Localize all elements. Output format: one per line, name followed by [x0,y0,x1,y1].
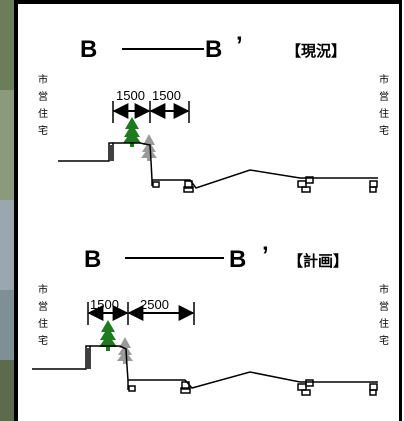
current-right-char-3: 住 [379,107,389,120]
plan-dim-2-label: 2500 [140,297,169,312]
plan-title-left-letter: B [84,246,101,273]
plan-left-char-3: 住 [38,317,48,330]
plan-right-char-4: 宅 [379,334,389,347]
plan-left-char-1: 市 [38,283,48,296]
plan-ground-profile [32,345,378,396]
current-right-char-4: 宅 [379,124,389,137]
current-title-left-letter: B [80,36,97,63]
plan-left-char-2: 営 [38,300,48,313]
section-diagram-frame [14,0,402,421]
current-right-char-1: 市 [379,73,389,86]
current-existing-tree-icon [123,117,141,147]
current-title-tag: 【現況】 [286,42,346,60]
current-title-right-letter: B [205,36,222,63]
plan-ghost-tree-icon [117,337,133,364]
plan-title-tag: 【計画】 [288,252,348,270]
current-dim-1-label: 1500 [116,88,145,103]
current-right-vertical-label: 市 営 住 宅 [379,73,389,137]
left-photo-edge [0,0,14,421]
plan-existing-tree-icon [99,320,117,351]
current-section: B B ’ 【現況】 市 営 住 宅 市 営 住 宅 1500 1500 [38,32,389,193]
plan-section: B B ’ 【計画】 市 営 住 宅 市 営 住 宅 1500 2500 [32,242,389,396]
plan-title-prime: ’ [262,242,269,269]
plan-dim-1-label: 1500 [90,297,119,312]
plan-right-char-1: 市 [379,283,389,296]
current-left-vertical-label: 市 営 住 宅 [38,73,48,137]
plan-title-right-letter: B [229,246,246,273]
current-right-char-2: 営 [379,90,389,103]
current-left-char-3: 住 [38,107,48,120]
plan-left-char-4: 宅 [38,334,48,347]
current-ghost-tree-icon [141,134,157,161]
plan-right-vertical-label: 市 営 住 宅 [379,283,389,347]
current-left-char-1: 市 [38,73,48,86]
current-left-char-2: 営 [38,90,48,103]
current-dim-2-label: 1500 [152,88,181,103]
plan-right-char-3: 住 [379,317,389,330]
plan-left-vertical-label: 市 営 住 宅 [38,283,48,347]
current-ground-profile [58,142,378,193]
current-title-prime: ’ [236,32,243,59]
plan-right-char-2: 営 [379,300,389,313]
current-left-char-4: 宅 [38,124,48,137]
